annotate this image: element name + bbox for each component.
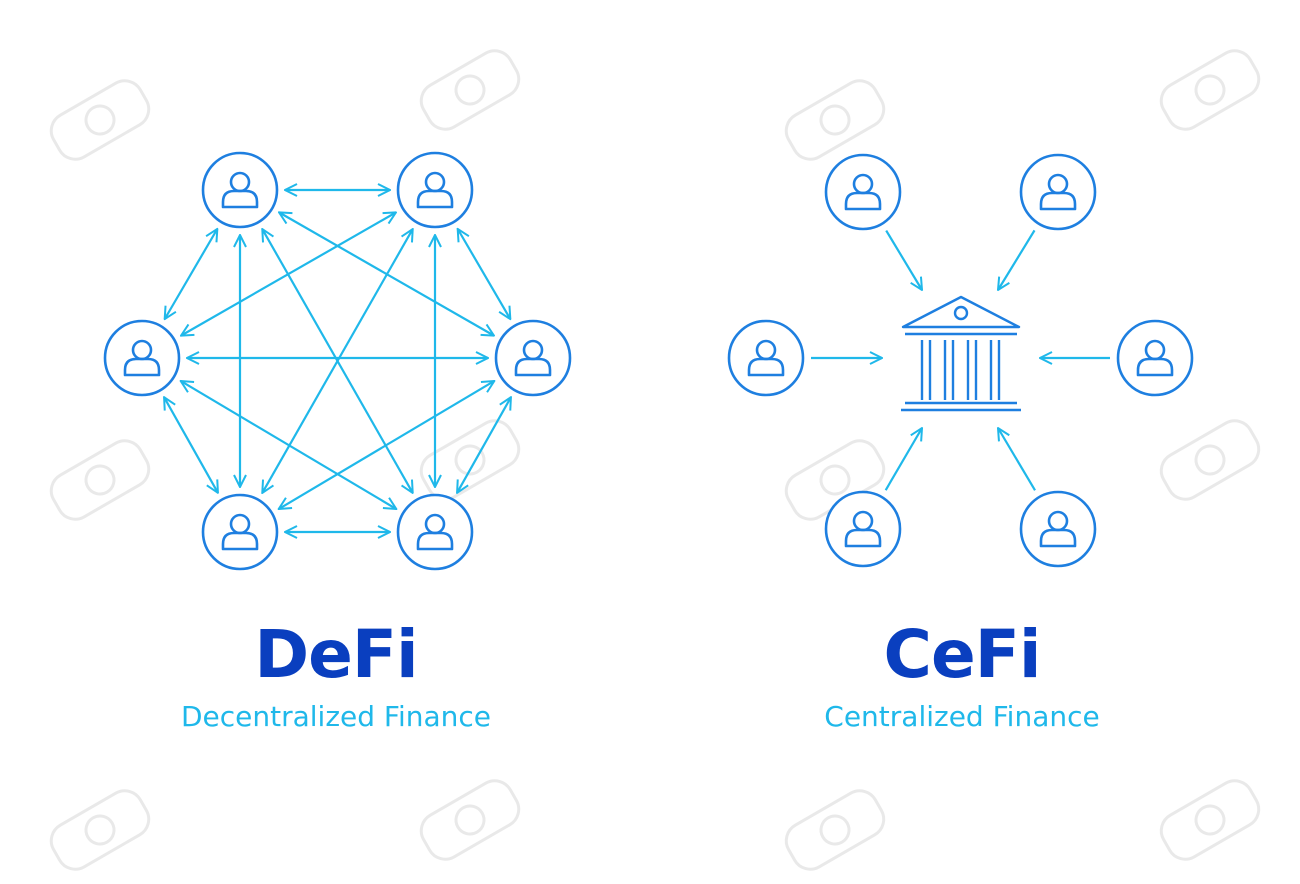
defi-network-diagram xyxy=(103,151,572,571)
watermark-icon xyxy=(49,789,151,871)
cefi-node-4 xyxy=(1019,490,1097,568)
cefi-network-diagram xyxy=(727,153,1194,568)
cefi-arrow-4 xyxy=(998,428,1036,491)
defi-connections xyxy=(164,190,511,532)
defi-node-4 xyxy=(396,493,474,571)
user-icon xyxy=(844,173,882,211)
user-icon xyxy=(416,171,454,209)
bank-icon xyxy=(901,295,1021,412)
cefi-connections xyxy=(811,229,1110,491)
defi-arrow-2-4 xyxy=(279,381,495,509)
cefi-subtitle: Centralized Finance xyxy=(824,700,1100,733)
cefi-title: CeFi xyxy=(883,616,1042,693)
watermark-icon xyxy=(49,79,151,161)
cefi-arrow-1 xyxy=(885,229,922,290)
watermark-icon xyxy=(49,439,151,521)
defi-title: DeFi xyxy=(254,616,418,693)
defi-arrow-0-5 xyxy=(165,229,218,319)
user-icon xyxy=(123,339,161,377)
watermark-icon xyxy=(1159,49,1261,131)
defi-arrow-4-5 xyxy=(164,397,218,493)
user-icon xyxy=(221,513,259,551)
cefi-arrow-5 xyxy=(884,428,922,491)
cefi-node-6 xyxy=(727,319,805,397)
watermark-icon xyxy=(1159,779,1261,861)
user-icon xyxy=(221,171,259,209)
user-icon xyxy=(747,339,785,377)
cefi-nodes xyxy=(727,153,1194,568)
user-icon xyxy=(514,339,552,377)
user-icon xyxy=(1136,339,1174,377)
defi-arrow-1-5 xyxy=(181,212,396,335)
defi-node-3 xyxy=(494,319,572,397)
watermark-icon xyxy=(419,49,521,131)
cefi-node-5 xyxy=(824,490,902,568)
watermark-icon xyxy=(419,779,521,861)
defi-subtitle: Decentralized Finance xyxy=(180,700,492,733)
user-icon xyxy=(1039,173,1077,211)
user-icon xyxy=(844,510,882,548)
watermark-icon xyxy=(1159,419,1261,501)
watermark-icon xyxy=(784,79,886,161)
defi-arrow-1-2 xyxy=(458,229,511,319)
user-icon xyxy=(416,513,454,551)
defi-arrow-3-5 xyxy=(181,381,397,509)
defi-node-1 xyxy=(201,151,279,229)
defi-nodes xyxy=(103,151,572,571)
watermark-icon xyxy=(784,789,886,871)
defi-node-5 xyxy=(201,493,279,571)
cefi-node-2 xyxy=(1019,153,1097,231)
cefi-arrow-2 xyxy=(998,229,1036,290)
cefi-node-3 xyxy=(1116,319,1194,397)
user-icon xyxy=(1039,510,1077,548)
defi-node-2 xyxy=(396,151,474,229)
cefi-node-1 xyxy=(824,153,902,231)
watermark-icon xyxy=(419,419,521,501)
defi-node-6 xyxy=(103,319,181,397)
